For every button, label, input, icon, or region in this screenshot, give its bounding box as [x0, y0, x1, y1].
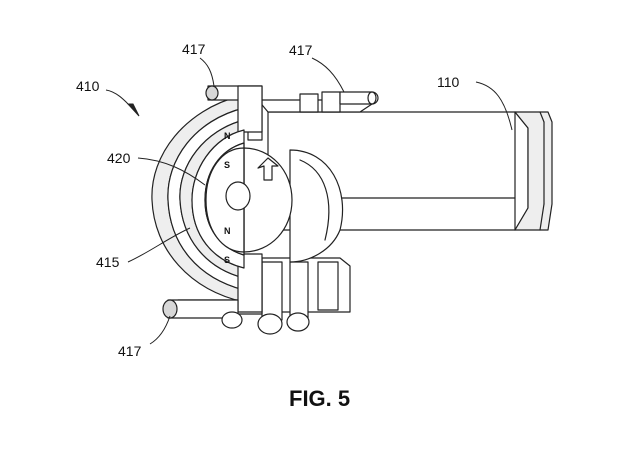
- pole-bottom-inner: N: [224, 226, 231, 236]
- label-415: 415: [96, 254, 120, 270]
- hub-420: [205, 147, 293, 253]
- label-110: 110: [437, 74, 460, 90]
- label-417-top-right: 417: [289, 42, 313, 58]
- label-420: 420: [107, 150, 131, 166]
- pole-top-outer: N: [224, 131, 231, 141]
- pole-top-inner: S: [224, 160, 230, 170]
- figure-caption: FIG. 5: [289, 386, 350, 411]
- label-417-bottom: 417: [118, 343, 142, 359]
- label-410: 410: [76, 78, 100, 94]
- label-417-top-left: 417: [182, 41, 206, 57]
- leader-lines: [105, 57, 513, 345]
- pin-417-top-right: [339, 91, 379, 105]
- clip-top: [205, 85, 263, 141]
- pole-bottom-outer: S: [224, 255, 230, 265]
- clip-bottom: [162, 253, 263, 329]
